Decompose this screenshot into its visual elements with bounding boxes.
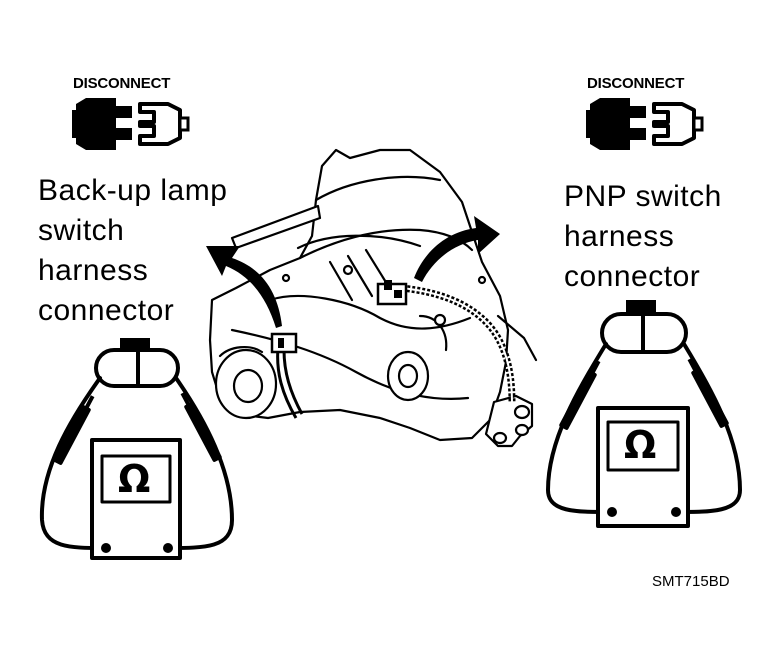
- ohm-symbol-left: Ω: [118, 457, 151, 501]
- backup-lamp-label-line-4: connector: [38, 294, 175, 327]
- probe-left-b: [177, 390, 223, 463]
- figure-code: SMT715BD: [652, 573, 730, 590]
- ohmmeter-right: [546, 300, 742, 528]
- disconnect-label-right: DISCONNECT: [587, 75, 685, 92]
- transmission-illustration: [208, 148, 538, 448]
- ohm-symbol-right: Ω: [624, 423, 657, 467]
- arrow-right: [414, 216, 500, 282]
- backup-lamp-label-line-1: Back-up lamp: [38, 174, 228, 207]
- backup-lamp-label-line-3: harness: [38, 254, 149, 287]
- meter-window-right: [606, 420, 680, 472]
- pnp-label-line-3: connector: [564, 260, 701, 293]
- probe-right-b: [684, 356, 730, 429]
- test-lead-left-a: [39, 376, 106, 550]
- backup-lamp-harness-wiring: [270, 332, 304, 419]
- pnp-harness-wiring: [376, 280, 516, 403]
- disconnect-label-left: DISCONNECT: [73, 75, 171, 92]
- backup-lamp-label-line-2: switch: [38, 214, 125, 247]
- disconnect-icon-left: [70, 96, 190, 152]
- arrow-left: [206, 246, 282, 328]
- meter-window-left: [100, 454, 172, 504]
- disconnect-icon-right: [584, 96, 704, 152]
- pnp-label-line-1: PNP switch: [564, 180, 722, 213]
- ohmmeter-left: [39, 338, 234, 560]
- pnp-label-line-2: harness: [564, 220, 675, 253]
